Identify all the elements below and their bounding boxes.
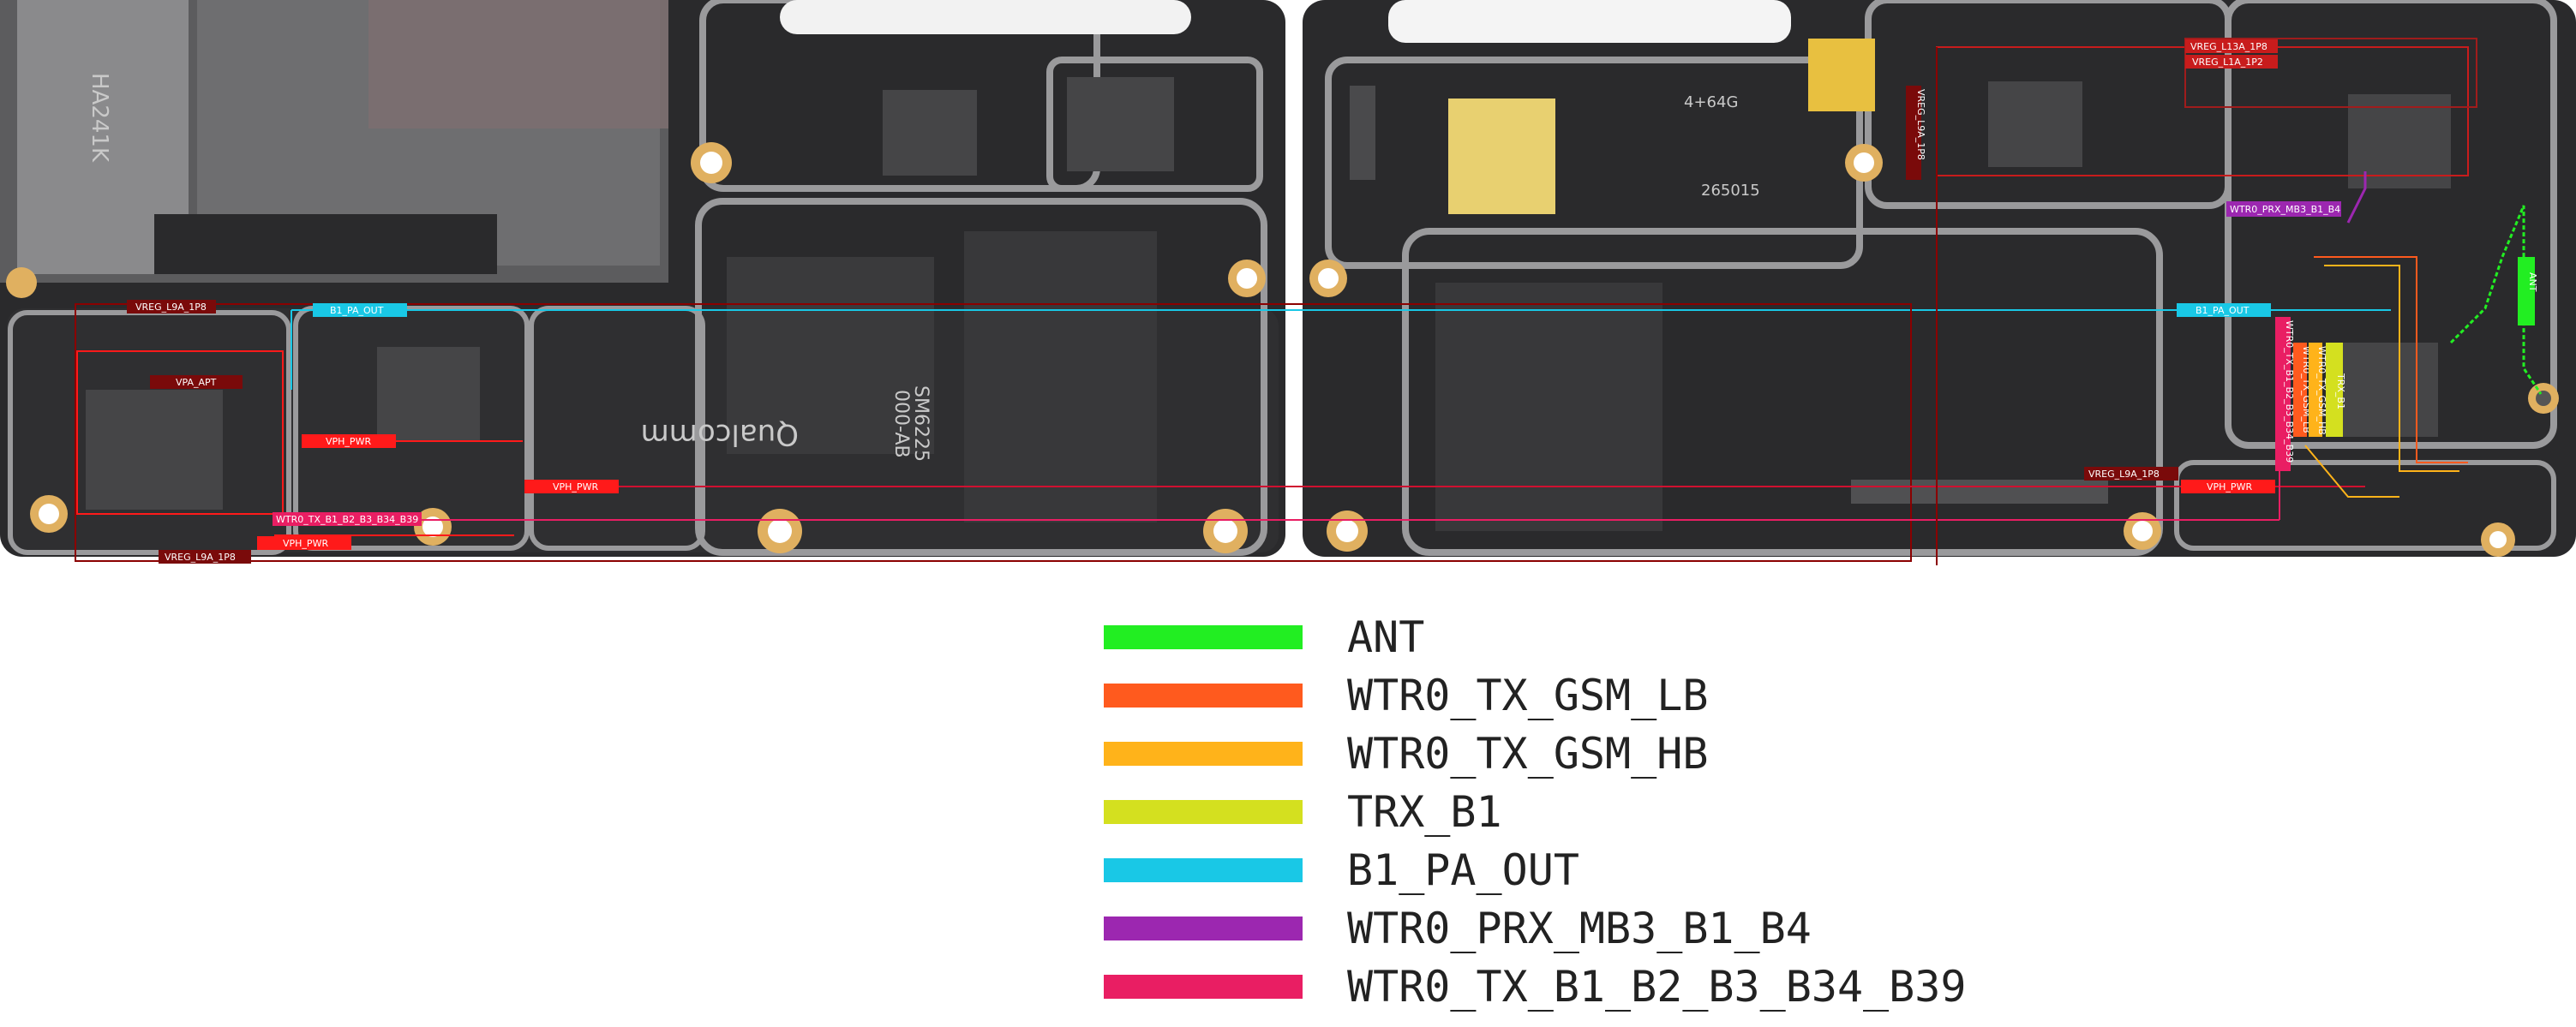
tag-vph-pwr-right: VPH_PWR	[2207, 481, 2252, 493]
legend-swatch	[1104, 625, 1303, 649]
legend-item-wtr0-tx-gsm-lb: WTR0_TX_GSM_LB	[1104, 668, 2303, 726]
tag-vpa-apt: VPA_APT	[176, 377, 217, 388]
legend-label: ANT	[1347, 612, 1425, 662]
legend-item-ant: ANT	[1104, 610, 2303, 668]
silk-soc-part: SM6225	[910, 385, 932, 462]
tag-wtr0-tx-vert: WTR0_TX_B1_B2_B3_B34_B39	[2284, 320, 2295, 463]
legend-label: TRX_B1	[1347, 787, 1502, 837]
pcb-left-half	[0, 0, 1285, 557]
legend-label: B1_PA_OUT	[1347, 845, 1579, 895]
tag-gsm-hb-vert: WTR0_TX_GSM_HB	[2316, 346, 2327, 435]
silk-soc-sub: 000-AB	[890, 390, 912, 458]
tag-vph-pwr-3: VPH_PWR	[283, 538, 328, 549]
tag-vreg-l9a-bottom: VREG_L9A_1P8	[165, 552, 236, 563]
tag-wtr0-prx-right: WTR0_PRX_MB3_B1_B4	[2230, 204, 2340, 215]
net-tags: VREG_L9A_1P8 VPA_APT B1_PA_OUT VPH_PWR V…	[127, 39, 2538, 564]
silk-soc-brand: Qualcomm	[641, 417, 799, 451]
legend-item-wtr0-prx-mb3-b1-b4: WTR0_PRX_MB3_B1_B4	[1104, 901, 2303, 959]
legend-label: WTR0_TX_GSM_LB	[1347, 671, 1709, 720]
tag-ant: ANT	[2527, 272, 2538, 292]
tag-b1-pa-out-right: B1_PA_OUT	[2196, 305, 2250, 316]
legend-swatch	[1104, 858, 1303, 882]
trace-lines	[75, 38, 2543, 565]
legend-swatch	[1104, 975, 1303, 999]
tag-vreg-l9a-right: VREG_L9A_1P8	[2088, 469, 2160, 480]
legend-item-wtr0-tx-gsm-hb: WTR0_TX_GSM_HB	[1104, 726, 2303, 785]
tag-vph-pwr-2: VPH_PWR	[553, 481, 598, 493]
legend-label: WTR0_PRX_MB3_B1_B4	[1347, 904, 1812, 953]
legend-item-trx-b1: TRX_B1	[1104, 785, 2303, 843]
legend-item-b1-pa-out: B1_PA_OUT	[1104, 843, 2303, 901]
silkscreen-text: HA241K 4+64G 265015 Qualcomm SM6225 000-…	[87, 73, 1760, 462]
legend-swatch	[1104, 684, 1303, 708]
legend-swatch	[1104, 800, 1303, 824]
silk-code: 265015	[1701, 182, 1760, 200]
silk-chip-left: HA241K	[87, 73, 112, 163]
tag-vreg-l1a: VREG_L1A_1P2	[2192, 57, 2263, 68]
legend-swatch	[1104, 742, 1303, 766]
silk-mem: 4+64G	[1684, 93, 1738, 111]
tag-vreg-l9a-top: VREG_L9A_1P8	[135, 302, 207, 313]
pcb-right-half	[1303, 0, 2576, 557]
tag-trx-b1-vert: TRX_B1	[2335, 373, 2346, 409]
legend-label: WTR0_TX_GSM_HB	[1347, 729, 1709, 779]
tag-vreg-l9a-vert: VREG_L9A_1P8	[1915, 89, 1926, 160]
legend-swatch	[1104, 917, 1303, 940]
legend-item-wtr0-tx-b1-b2-b3-b34-b39: WTR0_TX_B1_B2_B3_B34_B39	[1104, 959, 2303, 1018]
legend: ANT WTR0_TX_GSM_LB WTR0_TX_GSM_HB TRX_B1…	[1104, 610, 2303, 1018]
pcb-board-diagram: HA241K 4+64G 265015 Qualcomm SM6225 000-…	[0, 0, 2576, 565]
tag-b1-pa-out-left: B1_PA_OUT	[330, 305, 384, 316]
tag-vreg-l13a: VREG_L13A_1P8	[2190, 41, 2267, 52]
legend-label: WTR0_TX_B1_B2_B3_B34_B39	[1347, 962, 1967, 1012]
tag-wtr0-tx-left: WTR0_TX_B1_B2_B3_B34_B39	[276, 514, 418, 525]
tag-vph-pwr-1: VPH_PWR	[326, 436, 371, 447]
